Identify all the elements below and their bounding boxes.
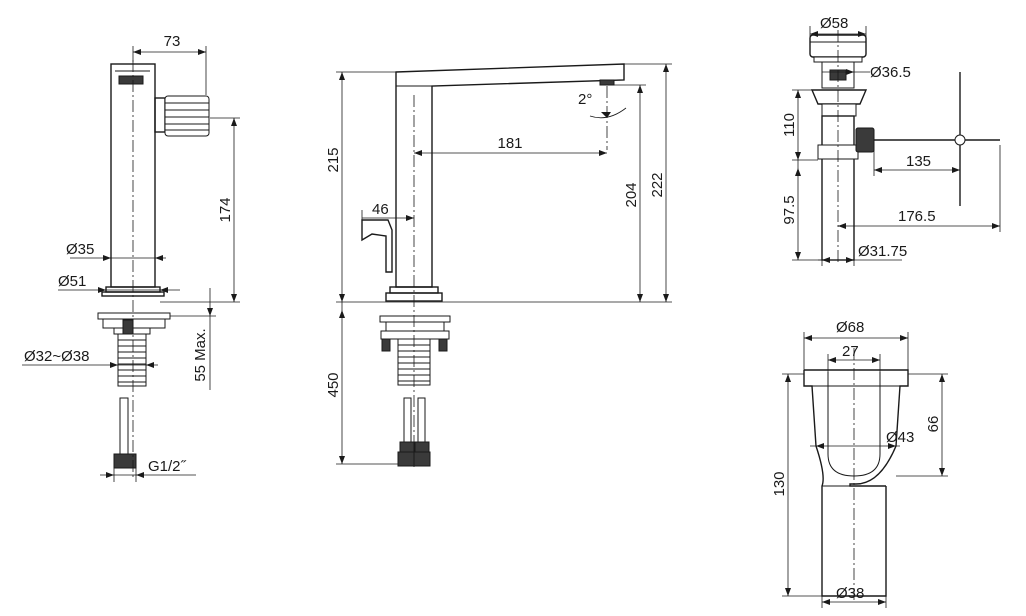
handle-knob — [164, 95, 210, 137]
dim-55-max: 55 Max. — [192, 328, 209, 381]
dim-d68: Ø68 — [836, 319, 864, 336]
dim-110: 110 — [781, 113, 798, 137]
dim-2deg: 2° — [578, 91, 592, 108]
popup-waste-view: Ø58 Ø36.5 110 97.5 135 176.5 — [781, 15, 1001, 266]
dim-97-5: 97.5 — [781, 195, 798, 224]
dim-204: 204 — [623, 182, 640, 207]
dim-66: 66 — [925, 416, 942, 433]
dim-27: 27 — [842, 343, 859, 360]
dim-176-5: 176.5 — [898, 208, 936, 225]
dim-d43: Ø43 — [886, 429, 914, 446]
dim-215: 215 — [325, 147, 342, 172]
supply-hose — [119, 397, 129, 455]
mounting-washer — [97, 312, 171, 320]
dim-174: 174 — [217, 197, 234, 222]
dim-d31: Ø31.75 — [858, 243, 907, 260]
waste-flange — [810, 89, 868, 105]
dim-130: 130 — [771, 471, 788, 496]
dim-d51: Ø51 — [58, 273, 86, 290]
threaded-shank — [117, 333, 147, 387]
dim-d32-38: Ø32~Ø38 — [24, 348, 89, 365]
dim-g12: G1/2˝ — [148, 458, 187, 475]
trap-section-view: Ø68 27 Ø43 66 130 Ø38 — [771, 319, 948, 608]
dim-d38: Ø38 — [836, 585, 864, 602]
dim-d36: Ø36.5 — [870, 64, 911, 81]
dim-d35: Ø35 — [66, 241, 94, 258]
middle-front-view: 215 450 181 2° 46 204 222 — [325, 63, 672, 470]
left-side-view: 73 174 55 Max. Ø35 Ø51 Ø32~Ø38 G1/2˝ — [22, 33, 240, 482]
dim-46: 46 — [372, 201, 389, 218]
dim-73: 73 — [164, 33, 181, 50]
dim-135: 135 — [906, 153, 931, 170]
lever-handle — [361, 219, 393, 273]
lift-rod-knob — [855, 127, 875, 153]
dim-222: 222 — [649, 172, 666, 197]
dim-d58: Ø58 — [820, 15, 848, 32]
aerator — [599, 79, 615, 86]
trap-body — [804, 369, 909, 487]
dim-450: 450 — [325, 372, 342, 397]
aerator-cap — [118, 75, 144, 85]
hose-nut — [113, 453, 137, 469]
dim-181: 181 — [497, 135, 522, 152]
